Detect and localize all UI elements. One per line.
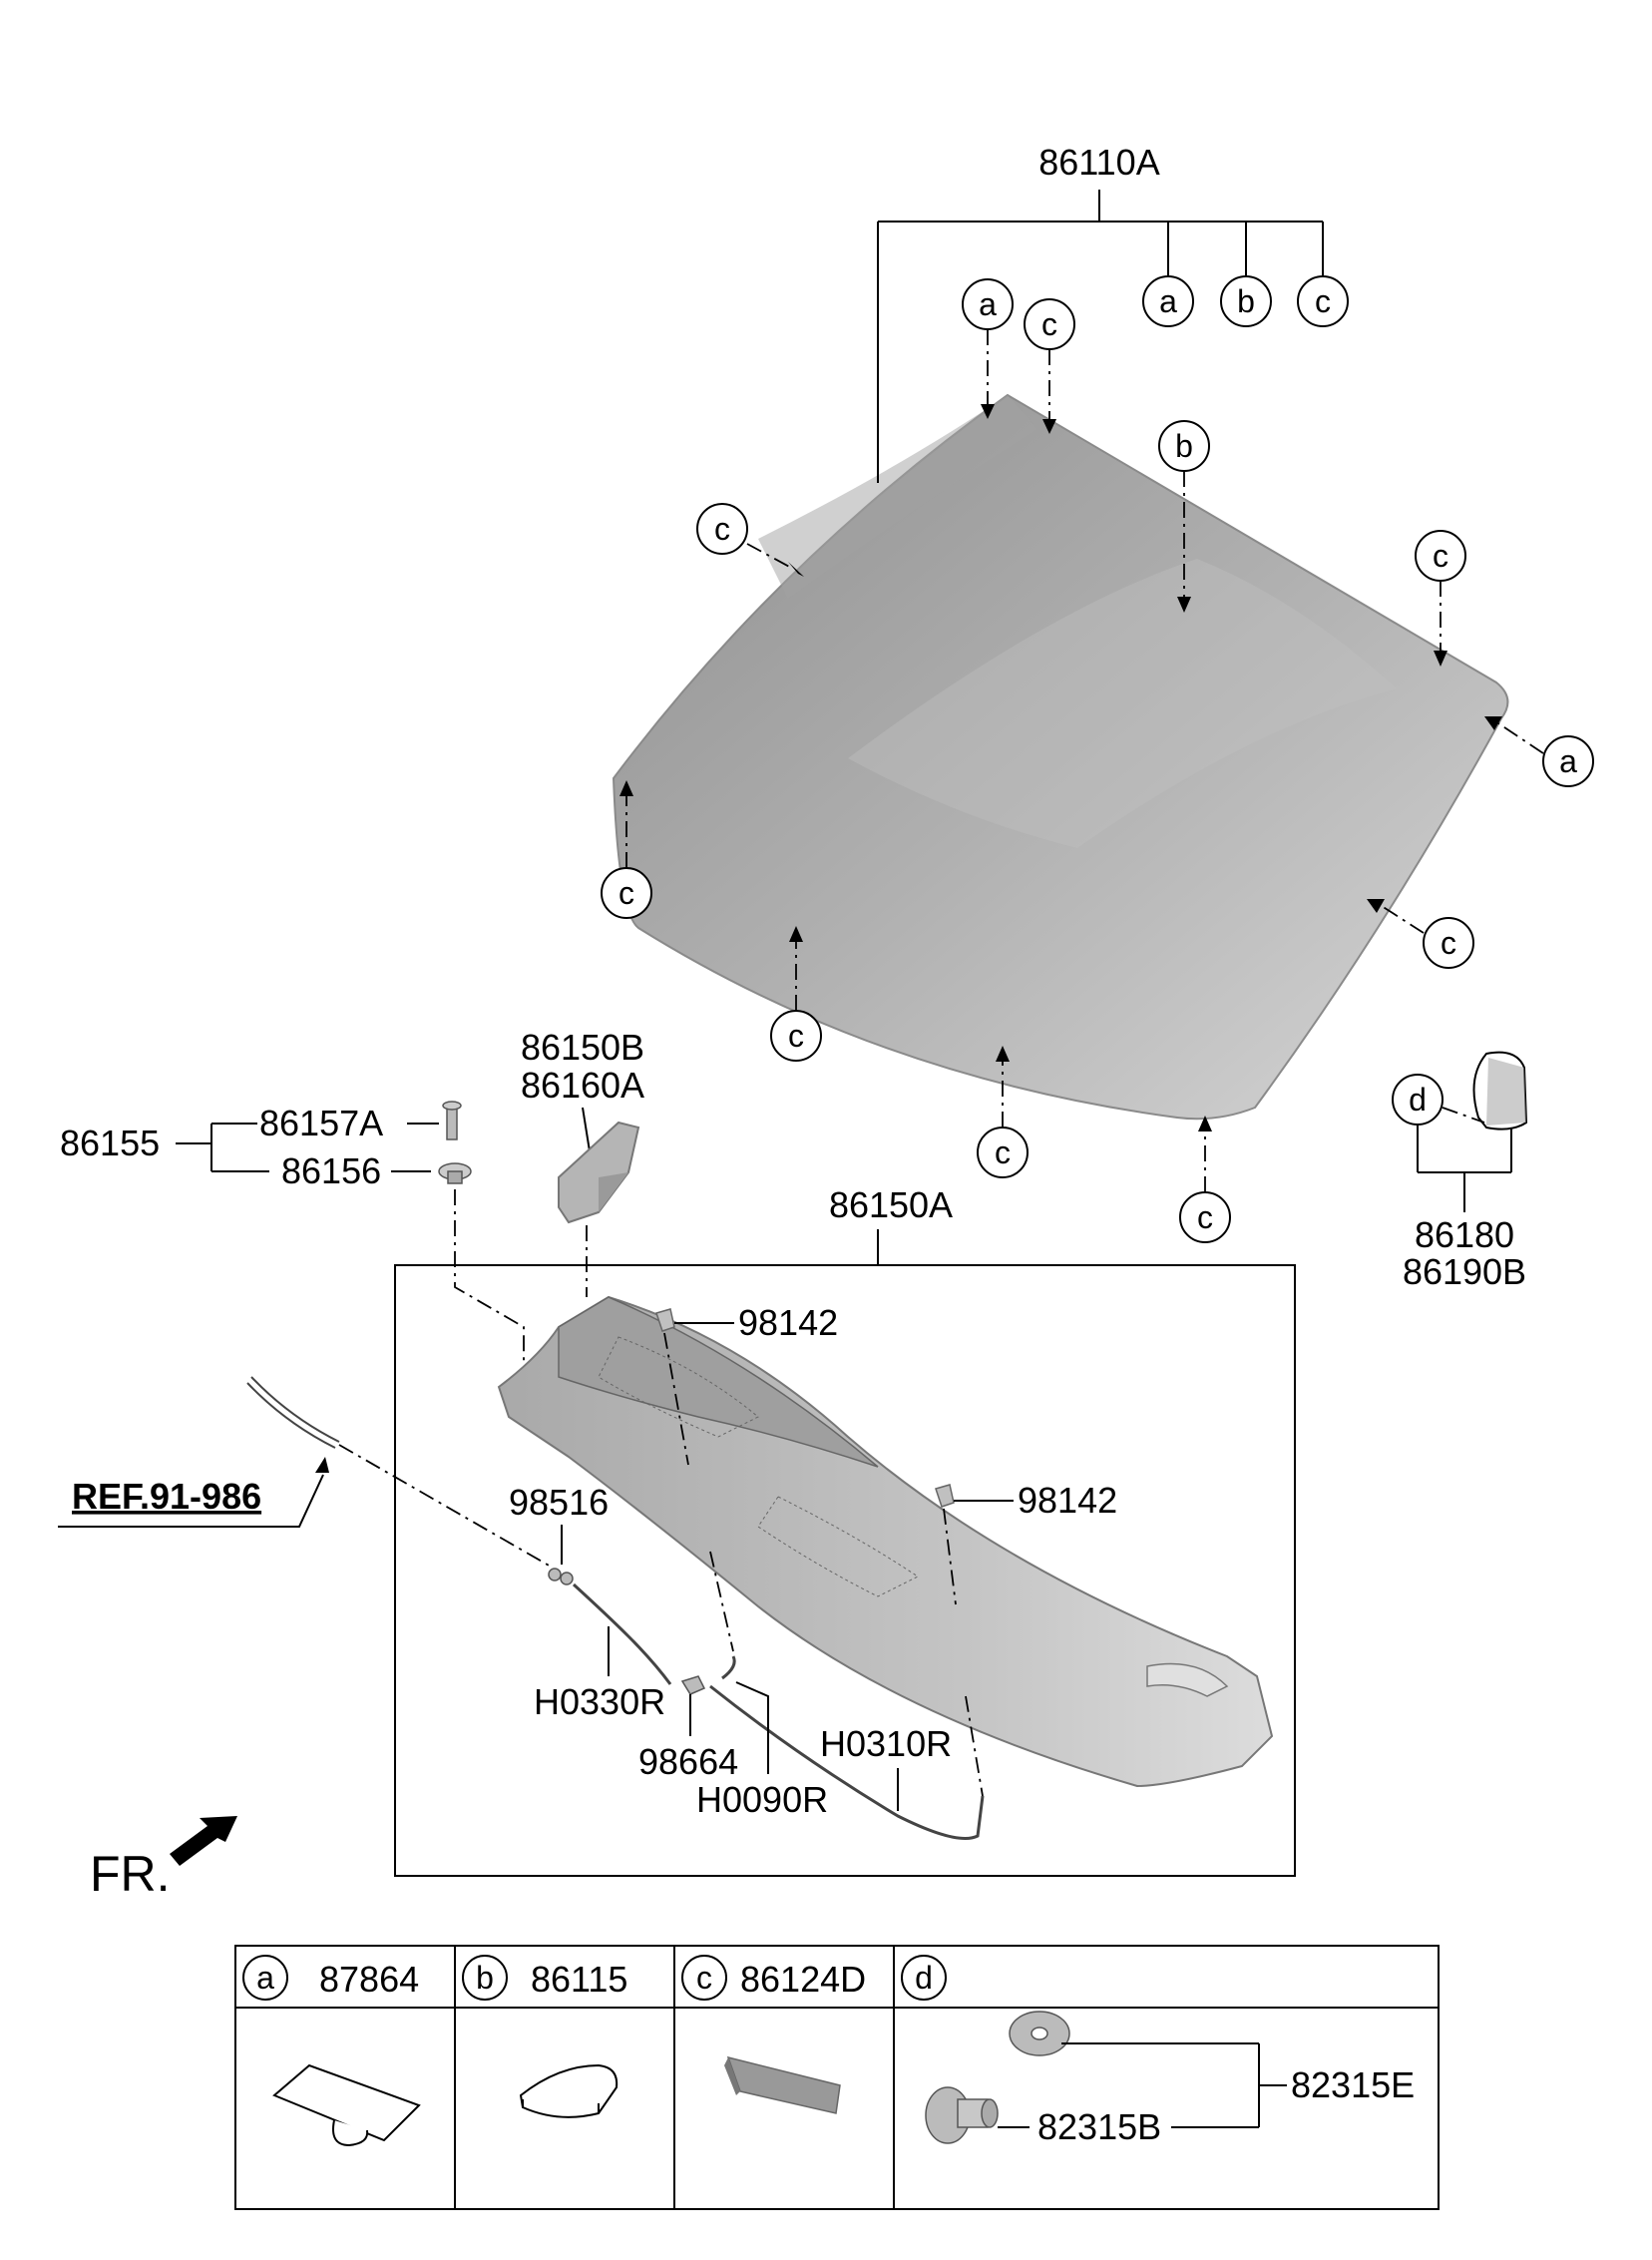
legend-picture-d-washer xyxy=(1009,2011,1070,2056)
svg-text:c: c xyxy=(619,875,634,911)
cowl-panel xyxy=(497,1295,1274,1788)
callout-lower-c-2: c xyxy=(977,1046,1029,1178)
callout-right-a: a xyxy=(1484,716,1594,787)
callout-left-c: c xyxy=(696,503,804,577)
svg-text:a: a xyxy=(1559,743,1577,779)
legend-cell-a: a 87864 xyxy=(242,1955,419,2001)
rivet-part xyxy=(442,1101,462,1140)
front-arrow-icon xyxy=(170,1816,237,1866)
svg-text:c: c xyxy=(1041,306,1057,342)
label-98516: 98516 xyxy=(509,1482,609,1523)
label-front: FR. xyxy=(90,1846,171,1902)
label-82315e: 82315E xyxy=(1291,2064,1415,2105)
dash-nozzle-left xyxy=(663,1332,689,1466)
dash-hose-right xyxy=(965,1695,984,1797)
connector-part xyxy=(548,1568,574,1585)
label-86157a: 86157A xyxy=(259,1103,383,1143)
label-86160a: 86160A xyxy=(521,1065,644,1106)
callout-right-c: c xyxy=(1415,530,1466,667)
legend-picture-d-clip xyxy=(925,2086,999,2144)
callout-top-a: a xyxy=(962,278,1014,419)
callout-lower-c-1: c xyxy=(770,926,822,1062)
hose-h0090r xyxy=(721,1655,736,1680)
svg-text:c: c xyxy=(995,1134,1011,1170)
callout-top-c: c xyxy=(1024,298,1075,434)
label-ref-91-986[interactable]: REF.91-986 xyxy=(72,1476,261,1517)
legend-table xyxy=(234,1945,1440,2210)
bracket-86110a xyxy=(877,190,1324,483)
cowl-box xyxy=(394,1264,1296,1877)
label-86155: 86155 xyxy=(60,1123,160,1163)
label-h0330r: H0330R xyxy=(534,1681,665,1722)
legend-cell-d: d xyxy=(901,1955,947,2001)
legend-part-86115: 86115 xyxy=(531,1959,627,2000)
label-86156: 86156 xyxy=(281,1150,381,1191)
header-circle-b: b xyxy=(1220,275,1272,327)
svg-text:a: a xyxy=(256,1960,274,1996)
label-86150b: 86150B xyxy=(521,1027,644,1068)
callout-d-mirror: d xyxy=(1392,1074,1485,1126)
label-82315b: 82315B xyxy=(1037,2106,1161,2147)
svg-text:b: b xyxy=(476,1960,494,1996)
joint-part xyxy=(680,1675,706,1695)
legend-picture-b xyxy=(519,2063,619,2118)
svg-text:c: c xyxy=(788,1018,804,1054)
svg-text:d: d xyxy=(1409,1082,1427,1118)
svg-text:b: b xyxy=(1175,428,1193,464)
bracket-82315e xyxy=(998,2042,1287,2128)
leader-h0090r xyxy=(735,1681,769,1774)
label-98142-right: 98142 xyxy=(1018,1480,1117,1521)
dash-hose-up xyxy=(709,1551,734,1652)
label-86190b: 86190B xyxy=(1403,1251,1526,1292)
bracket-86180 xyxy=(1417,1125,1512,1212)
header-circle-a: a xyxy=(1142,275,1194,327)
label-h0090r: H0090R xyxy=(696,1779,828,1820)
label-86180: 86180 xyxy=(1415,1214,1514,1255)
legend-part-86124d: 86124D xyxy=(740,1959,866,2000)
mirror-base xyxy=(1472,1051,1528,1130)
svg-text:c: c xyxy=(1433,538,1448,574)
callout-b: b xyxy=(1158,420,1210,613)
nozzle-right-part xyxy=(935,1484,955,1508)
svg-text:c: c xyxy=(1315,283,1331,319)
ref-hose xyxy=(250,1376,340,1443)
callout-right-lower-c: c xyxy=(1367,899,1474,969)
svg-text:c: c xyxy=(714,511,730,547)
windshield-glass xyxy=(612,393,1509,1121)
svg-text:a: a xyxy=(979,286,997,322)
callout-lower-c-3: c xyxy=(1179,1116,1231,1243)
dash-ref-hose xyxy=(338,1444,552,1568)
label-h0310r: H0310R xyxy=(820,1723,952,1764)
legend-cell-c: c 86124D xyxy=(681,1955,866,2001)
dash-grommet xyxy=(454,1189,525,1377)
svg-text:c: c xyxy=(1197,1199,1213,1235)
svg-text:c: c xyxy=(1441,925,1456,961)
callout-bottom-left-c: c xyxy=(601,780,652,919)
hose-h0310r xyxy=(709,1684,985,1840)
label-98664: 98664 xyxy=(638,1741,738,1782)
ref-arrow xyxy=(315,1457,329,1473)
legend-cell-b: b 86115 xyxy=(462,1955,627,2001)
legend-picture-a xyxy=(272,2063,421,2147)
leader-ref xyxy=(58,1474,324,1528)
label-98142-left: 98142 xyxy=(738,1302,838,1343)
svg-text:a: a xyxy=(1159,283,1177,319)
svg-text:d: d xyxy=(915,1960,933,1996)
grommet-part xyxy=(438,1162,472,1184)
label-86150a: 86150A xyxy=(829,1184,953,1225)
legend-part-87864: 87864 xyxy=(319,1959,419,2000)
svg-text:b: b xyxy=(1237,283,1255,319)
header-circle-c: c xyxy=(1297,275,1349,327)
bracket-86155 xyxy=(176,1123,439,1172)
side-cover xyxy=(558,1121,640,1224)
label-86110a: 86110A xyxy=(1038,142,1159,183)
hose-h0330r xyxy=(572,1582,672,1685)
legend-picture-c xyxy=(724,2055,841,2114)
nozzle-left-part xyxy=(655,1308,675,1332)
svg-text:c: c xyxy=(696,1960,712,1996)
